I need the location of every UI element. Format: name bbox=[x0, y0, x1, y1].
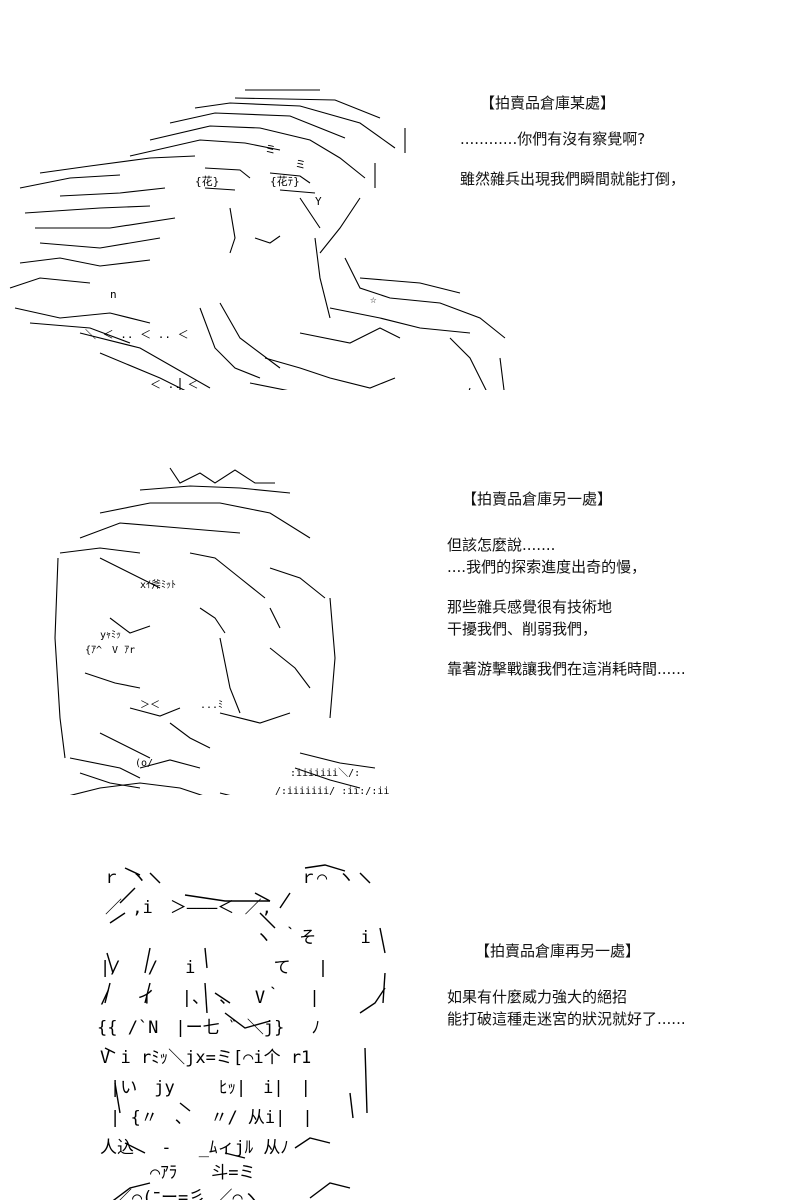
panel-2-line-4: 干擾我們、削弱我們， bbox=[447, 620, 598, 638]
svg-text:/:iiiiiii/ :ii:/:ii: /:iiiiiii/ :ii:/:ii bbox=[275, 786, 389, 795]
svg-text:|い jy ﾋｯ| i| |: |い jy ﾋｯ| i| | bbox=[110, 1078, 311, 1098]
svg-text:Y: Y bbox=[315, 195, 322, 208]
panel-3-text: 【拍賣品倉庫再另一處】 如果有什麼威力強大的絕招 能打破這種走迷宮的狀況就好了.… bbox=[447, 940, 787, 1030]
panel-2-text: 【拍賣品倉庫另一處】 但該怎麼說....... ....我們的探索進度出奇的慢，… bbox=[447, 488, 787, 680]
svg-text:| {〃 、 〃/ 从i| |: | {〃 、 〃/ 从i| | bbox=[110, 1108, 313, 1128]
ascii-art-2-drawing: xｲ斧ﾐｯﾄ yｬﾐｯ {ｱ^ V ｱr ＞＜ ...ﾐ (o/ :iiiiii… bbox=[54, 467, 389, 795]
svg-text:(o/: (o/ bbox=[135, 758, 153, 769]
svg-text:☆: ☆ bbox=[370, 293, 377, 306]
spacer bbox=[447, 578, 787, 596]
svg-text:人込 - _ﾑィjﾙ 从ﾉ: 人込 - _ﾑィjﾙ 从ﾉ bbox=[100, 1138, 289, 1158]
svg-text:⌒ｱﾗ 斗=ミ: ⌒ｱﾗ 斗=ミ bbox=[150, 1163, 255, 1183]
svg-text:＞＜: ＞＜ bbox=[140, 700, 160, 711]
panel-3-line-1: 如果有什麼威力強大的絕招 bbox=[447, 988, 628, 1006]
svg-text:ミ: ミ bbox=[265, 143, 276, 156]
svg-text:／ ,i ＞―――＜ ／,: ／ ,i ＞―――＜ ／, bbox=[105, 898, 272, 918]
ascii-art-1-drawing: {花} {花ﾃ} ミ ミ Y n ☆ ＼ ＜ .. ＜ .. ＜ ＜ .. ＜ bbox=[9, 89, 506, 390]
ascii-art-character-1: {花} {花ﾃ} ミ ミ Y n ☆ ＼ ＜ .. ＜ .. ＜ ＜ .. ＜ bbox=[0, 40, 530, 390]
svg-text:／⌒(ﾆー=彡 ／⌒ヽ: ／⌒(ﾆー=彡 ／⌒ヽ bbox=[115, 1188, 260, 1200]
svg-text:＼ ＜ .. ＜ .. ＜: ＼ ＜ .. ＜ .. ＜ bbox=[85, 328, 189, 341]
svg-text:{花}: {花} bbox=[195, 175, 219, 188]
panel-1-line-1: ............你們有沒有察覺啊? bbox=[460, 130, 646, 148]
svg-text:ｒ⌒ ヽ: ｒ⌒ ヽ bbox=[300, 868, 354, 888]
spacer bbox=[447, 640, 787, 658]
svg-text:{花ﾃ}: {花ﾃ} bbox=[270, 175, 300, 188]
svg-text:yｬﾐｯ: yｬﾐｯ bbox=[100, 630, 121, 641]
svg-text:ヽ ｀そ i: ヽ ｀そ i bbox=[255, 926, 371, 948]
ascii-art-3-drawing: ｒ ヽ ｒ⌒ ヽ ／ ,i ＞―――＜ ／, ヽ ｀そ i |/ / i て |… bbox=[97, 864, 386, 1200]
svg-text:|/ / i て |: |/ / i て | bbox=[100, 958, 328, 978]
panel-2-line-1: 但該怎麼說....... bbox=[447, 536, 556, 554]
ascii-art-character-3: ｒ ヽ ｒ⌒ ヽ ／ ,i ＞―――＜ ／, ヽ ｀そ i |/ / i て |… bbox=[95, 815, 405, 1200]
panel-3-heading: 【拍賣品倉庫再另一處】 bbox=[475, 942, 641, 960]
panel-2-line-5: 靠著游擊戰讓我們在這消耗時間...... bbox=[447, 660, 686, 678]
svg-text::iiiiiii＼/:: :iiiiiii＼/: bbox=[290, 767, 360, 779]
svg-text:ミ: ミ bbox=[295, 158, 306, 171]
panel-2-heading: 【拍賣品倉庫另一處】 bbox=[462, 490, 613, 508]
panel-1-text: 【拍賣品倉庫某處】 ............你們有沒有察覺啊? 雖然雜兵出現我們… bbox=[460, 92, 790, 190]
svg-text:n: n bbox=[110, 288, 117, 301]
svg-text:...ﾐ: ...ﾐ bbox=[200, 700, 223, 711]
svg-text:{{ /`N |ー七 ゛＼j} ﾉ: {{ /`N |ー七 ゛＼j} ﾉ bbox=[97, 1018, 320, 1038]
svg-text:xｲ斧ﾐｯﾄ: xｲ斧ﾐｯﾄ bbox=[140, 579, 176, 591]
svg-text:V i rﾐｯ＼jx=ミ[⌒i个 r1: V i rﾐｯ＼jx=ミ[⌒i个 r1 bbox=[100, 1048, 311, 1068]
svg-text:/ イ |、 、 V｀ |: / イ |、 、 V｀ | bbox=[100, 986, 320, 1008]
panel-3-line-2: 能打破這種走迷宮的狀況就好了...... bbox=[447, 1010, 686, 1028]
panel-1-heading: 【拍賣品倉庫某處】 bbox=[480, 94, 616, 112]
panel-2-line-2: ....我們的探索進度出奇的慢， bbox=[447, 558, 647, 576]
panel-2-line-3: 那些雜兵感覺很有技術地 bbox=[447, 598, 613, 616]
panel-1-line-2: 雖然雜兵出現我們瞬間就能打倒， bbox=[460, 170, 686, 188]
svg-text:{ｱ^ V ｱr: {ｱ^ V ｱr bbox=[85, 645, 135, 656]
ascii-art-character-2: xｲ斧ﾐｯﾄ yｬﾐｯ {ｱ^ V ｱr ＞＜ ...ﾐ (o/ :iiiiii… bbox=[40, 420, 400, 795]
svg-text:ｒ ヽ: ｒ ヽ bbox=[103, 868, 147, 888]
svg-text:＜ .. ＜: ＜ .. ＜ bbox=[150, 378, 199, 390]
